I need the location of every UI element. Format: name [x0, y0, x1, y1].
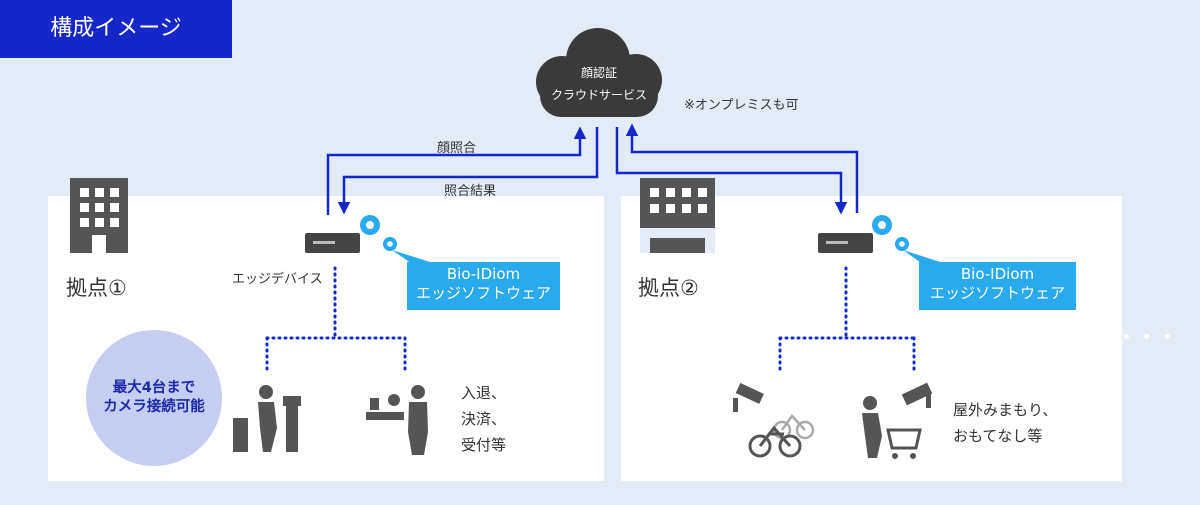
cloud-service-label: 顔認証 クラウドサービス — [540, 62, 658, 106]
software-name: Bio-IDiom — [446, 265, 521, 283]
site1-usage-list: 入退、 決済、 受付等 — [461, 380, 506, 458]
down-arrow-site1 — [337, 127, 599, 215]
software-name: Bio-IDiom — [960, 265, 1035, 283]
software-desc: エッジソフトウェア — [929, 284, 1065, 302]
building-icon — [640, 178, 715, 253]
title-banner: 構成イメージ — [0, 0, 232, 58]
reception-icon — [366, 385, 428, 455]
camera-icon — [733, 382, 764, 412]
on-premise-note: ※オンプレミスも可 — [684, 98, 799, 113]
cloud-line2: クラウドサービス — [550, 88, 647, 102]
edge-device-label: エッジデバイス — [232, 272, 323, 287]
face-match-label: 顔照合 — [437, 141, 477, 156]
more-indicator: • • • — [1121, 327, 1175, 348]
camera-icon — [901, 382, 933, 408]
max-camera-badge: 最大4台まで カメラ接続可能 — [86, 330, 222, 466]
software-callout-site2: Bio-IDiom エッジソフトウェア — [919, 262, 1076, 310]
cloud-icon — [536, 28, 662, 117]
software-callout-site1: Bio-IDiom エッジソフトウェア — [407, 262, 560, 310]
connection-arrows — [326, 123, 859, 215]
page-title: 構成イメージ — [50, 16, 182, 41]
gear-icon — [360, 215, 397, 251]
usage-item: 決済、 — [461, 410, 507, 428]
dotted-connections-site1 — [265, 266, 407, 372]
up-arrow-site2 — [625, 123, 859, 213]
usage-item: 屋外みまもり、 — [953, 401, 1058, 419]
down-arrow-site2 — [615, 127, 848, 215]
usage-item: 受付等 — [461, 436, 507, 454]
gear-icon — [872, 215, 909, 251]
cloud-line1: 顔認証 — [580, 66, 617, 80]
usage-item: 入退、 — [461, 384, 507, 402]
max-camera-line2: カメラ接続可能 — [103, 399, 205, 415]
match-result-label: 照合結果 — [444, 184, 497, 199]
site2-usage-list: 屋外みまもり、 おもてなし等 — [953, 397, 1057, 449]
shopping-cart-person-icon — [862, 396, 922, 459]
max-camera-line1: 最大4台まで — [112, 380, 196, 396]
edge-device-icon — [305, 233, 360, 253]
gate-person-icon — [233, 385, 301, 452]
usage-item: おもてなし等 — [953, 427, 1043, 445]
up-arrow-site1 — [326, 126, 587, 215]
edge-device-icon — [818, 233, 873, 253]
software-desc: エッジソフトウェア — [415, 284, 551, 302]
dotted-connections-site2 — [778, 266, 916, 372]
site2-label: 拠点② — [638, 276, 699, 300]
site1-label: 拠点① — [66, 276, 127, 300]
bicycle-icon — [748, 425, 802, 458]
building-icon — [70, 178, 128, 253]
